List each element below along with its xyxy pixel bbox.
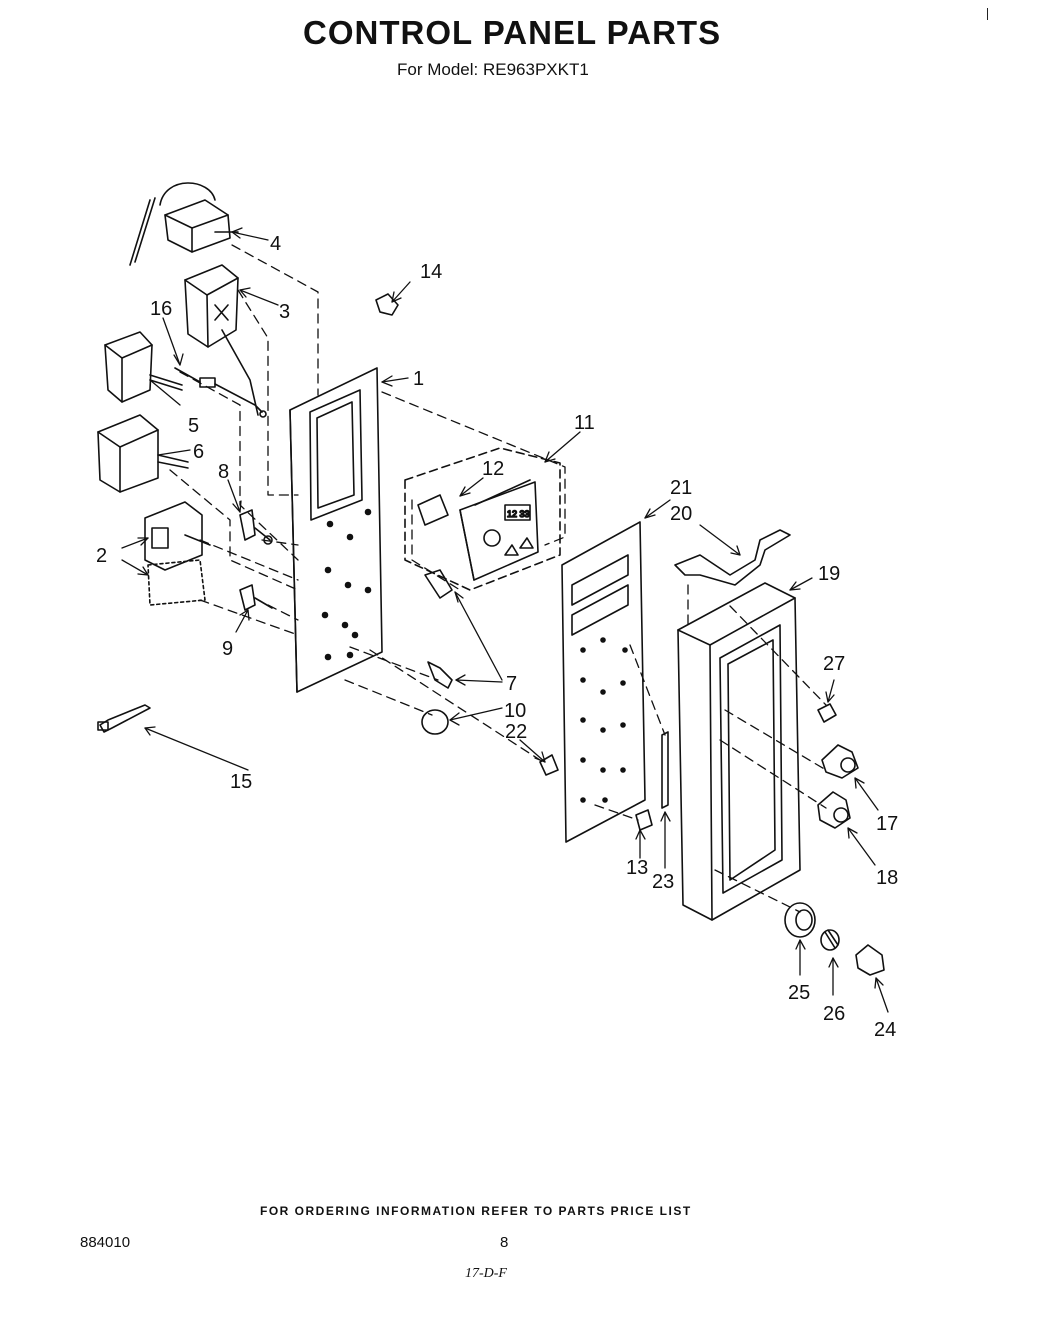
part-5-switch	[104, 331, 183, 403]
callout-12: 12	[482, 458, 504, 480]
callout-labels: 1 2 3 4 5 6 7 8 9 10 11 12 13 14 15 16 1…	[96, 233, 898, 1041]
part-10-disk	[421, 709, 449, 735]
callout-15: 15	[230, 771, 252, 793]
callout-17: 17	[876, 813, 898, 835]
part-21-panel-overlay	[561, 521, 646, 843]
callout-20: 20	[670, 503, 692, 525]
callout-25: 25	[788, 982, 810, 1004]
callout-9: 9	[222, 638, 233, 660]
part-6-infinite-switch	[97, 414, 189, 493]
part-3-timer-motor	[184, 264, 259, 416]
callout-24: 24	[874, 1019, 896, 1041]
callout-18: 18	[876, 867, 898, 889]
handwritten-mark: 17-D-F	[465, 1266, 507, 1281]
callout-5: 5	[188, 415, 199, 437]
part-1-panel-frame	[289, 367, 383, 693]
callout-7: 7	[506, 673, 517, 695]
part-2-selector-switch	[144, 501, 211, 606]
callout-19: 19	[818, 563, 840, 585]
callout-21: 21	[670, 477, 692, 499]
part-9-screw	[239, 584, 273, 611]
part-20-bracket	[674, 529, 791, 586]
model-subtitle: For Model: RE963PXKT1	[397, 60, 589, 79]
part-18-knob	[817, 791, 851, 829]
part-27-knob	[817, 703, 837, 723]
document-number: 884010	[80, 1234, 131, 1251]
dashed-assembly-lines	[169, 244, 827, 913]
callout-22: 22	[505, 721, 527, 743]
clock-display: 12 33	[507, 509, 530, 519]
part-23-strip	[661, 731, 669, 809]
callout-3: 3	[279, 301, 290, 323]
callout-23: 23	[652, 871, 674, 893]
part-7-button	[424, 569, 453, 689]
callout-1: 1	[413, 368, 424, 390]
part-15-probe	[97, 704, 151, 733]
callout-4: 4	[270, 233, 281, 255]
part-11-clock-module	[404, 447, 561, 591]
callout-10: 10	[504, 700, 526, 722]
part-22-clip	[539, 754, 559, 776]
callout-16: 16	[150, 298, 172, 320]
callout-11: 11	[574, 412, 595, 434]
callout-14: 14	[420, 261, 442, 283]
ordering-info-note: FOR ORDERING INFORMATION REFER TO PARTS …	[260, 1204, 692, 1218]
part-25-bezel	[784, 902, 816, 938]
edge-mark	[987, 8, 988, 20]
callout-6: 6	[193, 441, 204, 463]
part-16-wire-harness	[174, 367, 267, 418]
callout-2: 2	[96, 545, 107, 567]
part-14-clip	[375, 293, 399, 316]
callout-27: 27	[823, 653, 845, 675]
part-26-spring	[820, 929, 840, 951]
page-title: CONTROL PANEL PARTS	[303, 14, 722, 51]
part-19-trim-frame	[677, 582, 801, 921]
part-13-screw	[635, 809, 653, 831]
part-8-bracket	[239, 509, 273, 545]
part-4-thermostat	[129, 182, 239, 266]
callout-13: 13	[626, 857, 648, 879]
part-17-knob	[821, 744, 859, 779]
part-24-knob	[855, 944, 885, 976]
page-number: 8	[500, 1234, 509, 1251]
leader-arrows	[121, 227, 889, 1013]
callout-8: 8	[218, 461, 229, 483]
callout-26: 26	[823, 1003, 845, 1025]
